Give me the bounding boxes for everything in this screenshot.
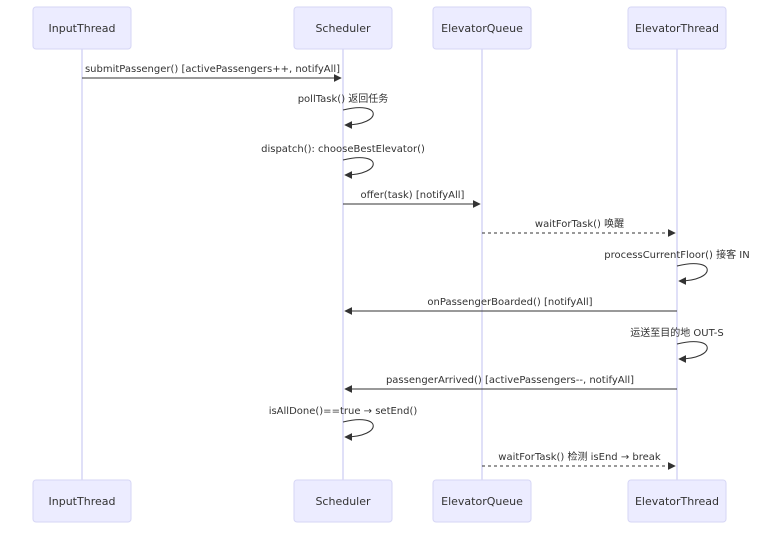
participant-box — [293, 6, 393, 50]
message-processcurrentfloor: processCurrentFloor() 接客 IN — [604, 248, 750, 285]
message-label: passengerArrived() [activePassengers--, … — [386, 375, 634, 386]
participant-box — [627, 479, 727, 523]
participant-box — [432, 6, 532, 50]
message-label: processCurrentFloor() 接客 IN — [604, 248, 749, 261]
message-dispatch: dispatch(): chooseBestElevator() — [261, 144, 425, 179]
message-label: 运送至目的地 OUT-S — [630, 326, 724, 339]
participant-elevator-top: ElevatorThread — [627, 6, 727, 50]
message-out-s: 运送至目的地 OUT-S — [630, 326, 724, 363]
participant-input-bottom: InputThread — [32, 479, 132, 523]
participant-box — [293, 479, 393, 523]
message-label: offer(task) [notifyAll] — [361, 190, 465, 201]
participant-label: InputThread — [49, 495, 116, 508]
message-label: submitPassenger() [activePassengers++, n… — [85, 64, 340, 75]
message-label: pollTask() 返回任务 — [298, 92, 389, 105]
participant-label: Scheduler — [315, 495, 371, 508]
message-offer: offer(task) [notifyAll] — [343, 190, 481, 208]
message-label: waitForTask() 唤醒 — [535, 217, 624, 230]
message-polltask: pollTask() 返回任务 — [298, 92, 389, 129]
participant-scheduler-bottom: Scheduler — [293, 479, 393, 523]
participant-queue-top: ElevatorQueue — [432, 6, 532, 50]
participant-box — [432, 479, 532, 523]
self-message-arrow — [342, 157, 374, 179]
participant-box — [32, 6, 132, 50]
participant-label: ElevatorThread — [635, 495, 719, 508]
self-message-arrow — [676, 263, 708, 285]
participant-label: Scheduler — [315, 22, 371, 35]
participant-label: ElevatorThread — [635, 22, 719, 35]
message-submitpassenger: submitPassenger() [activePassengers++, n… — [82, 64, 342, 82]
participant-queue-bottom: ElevatorQueue — [432, 479, 532, 523]
message-label: isAllDone()==true → setEnd() — [269, 406, 418, 417]
message-label: dispatch(): chooseBestElevator() — [261, 144, 425, 155]
message-label: waitForTask() 检测 isEnd → break — [498, 450, 661, 463]
participant-label: InputThread — [49, 22, 116, 35]
message-waitfortask: waitForTask() 检测 isEnd → break — [482, 450, 676, 470]
participant-elevator-bottom: ElevatorThread — [627, 479, 727, 523]
participant-box — [627, 6, 727, 50]
self-message-arrow — [676, 341, 708, 363]
message-label: onPassengerBoarded() [notifyAll] — [427, 297, 592, 308]
message-isalldone: isAllDone()==true → setEnd() — [269, 406, 418, 441]
participant-label: ElevatorQueue — [441, 495, 523, 508]
self-message-arrow — [342, 107, 374, 129]
message-waitfortask: waitForTask() 唤醒 — [482, 217, 676, 237]
self-message-arrow — [342, 419, 374, 441]
participant-scheduler-top: Scheduler — [293, 6, 393, 50]
participant-label: ElevatorQueue — [441, 22, 523, 35]
message-passengerarrived: passengerArrived() [activePassengers--, … — [344, 375, 677, 393]
participant-input-top: InputThread — [32, 6, 132, 50]
participant-box — [32, 479, 132, 523]
message-onpassengerboarded: onPassengerBoarded() [notifyAll] — [344, 297, 677, 315]
